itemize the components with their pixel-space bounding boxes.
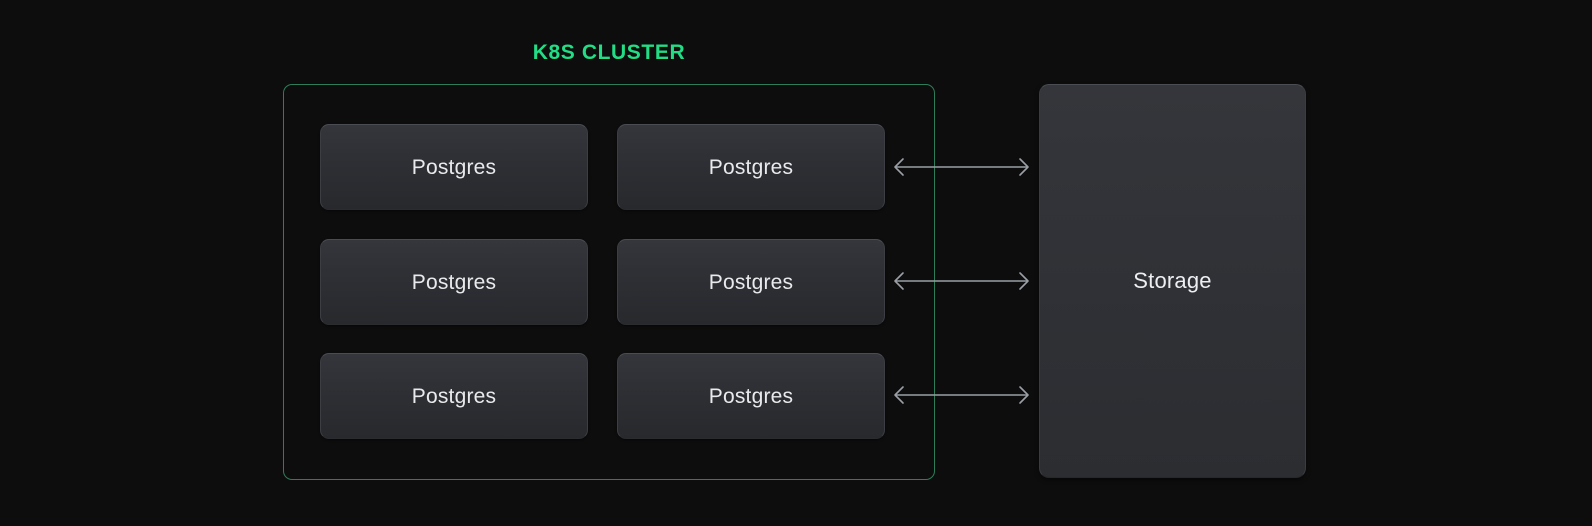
- k8s-cluster-boundary: [283, 84, 935, 480]
- bidirectional-arrow-icon: [890, 382, 1033, 408]
- postgres-node[interactable]: Postgres: [617, 353, 885, 439]
- postgres-node-label: Postgres: [708, 155, 794, 179]
- cluster-title: K8S CLUSTER: [532, 41, 686, 64]
- storage-node[interactable]: Storage: [1039, 84, 1306, 478]
- postgres-node[interactable]: Postgres: [320, 124, 588, 210]
- postgres-node-label: Postgres: [411, 384, 497, 408]
- postgres-node-label: Postgres: [708, 270, 794, 294]
- postgres-node-label: Postgres: [411, 155, 497, 179]
- postgres-node-label: Postgres: [411, 270, 497, 294]
- bidirectional-arrow-icon: [890, 154, 1033, 180]
- postgres-node[interactable]: Postgres: [617, 124, 885, 210]
- postgres-node-label: Postgres: [708, 384, 794, 408]
- postgres-node[interactable]: Postgres: [320, 353, 588, 439]
- postgres-node[interactable]: Postgres: [320, 239, 588, 325]
- storage-node-label: Storage: [1133, 268, 1212, 293]
- postgres-node[interactable]: Postgres: [617, 239, 885, 325]
- bidirectional-arrow-icon: [890, 268, 1033, 294]
